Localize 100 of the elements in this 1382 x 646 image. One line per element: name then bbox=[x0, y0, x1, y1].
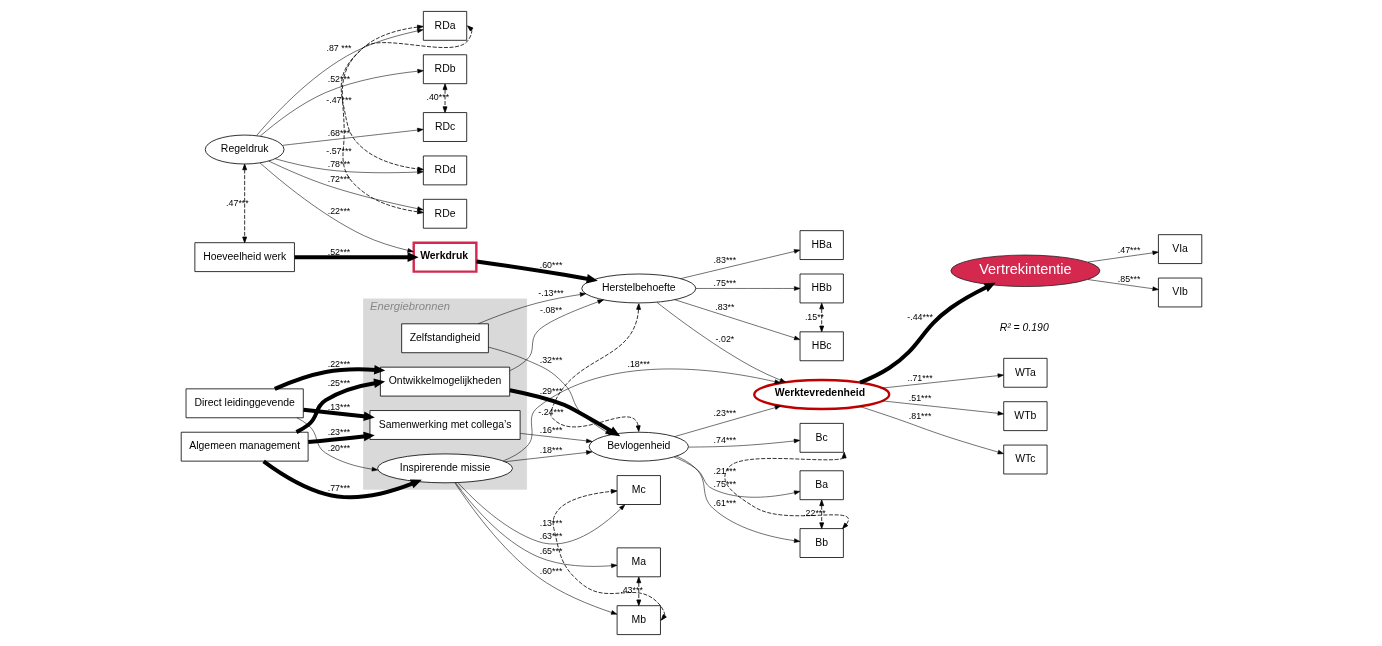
arrow bbox=[687, 438, 800, 448]
arrow bbox=[656, 302, 786, 383]
arrow bbox=[675, 455, 800, 543]
edge-label: .52*** bbox=[327, 73, 350, 84]
edge-label: .43*** bbox=[619, 585, 643, 596]
arrow bbox=[673, 405, 781, 437]
edge-label: .74*** bbox=[713, 435, 736, 446]
node-box: Hoeveelheid werk bbox=[193, 242, 295, 272]
node-box: Bb bbox=[799, 528, 844, 558]
arrow bbox=[477, 292, 586, 325]
node-box: Zelfstandigheid bbox=[400, 323, 489, 354]
node-box: Bc bbox=[799, 423, 844, 453]
edge-label: .13*** bbox=[539, 518, 562, 529]
edge-label: -.08** bbox=[539, 305, 562, 316]
edge-label: .25*** bbox=[327, 378, 350, 389]
edge-label: -.24*** bbox=[537, 407, 564, 418]
edge-label: .83** bbox=[714, 301, 734, 312]
node-box: HBb bbox=[799, 273, 844, 304]
arrow bbox=[256, 28, 423, 136]
edge-label: .15** bbox=[804, 311, 824, 322]
edge-label: .21*** bbox=[713, 465, 736, 476]
arrow bbox=[1087, 279, 1159, 291]
edge-label: -.13*** bbox=[537, 287, 564, 298]
edge-label: .22*** bbox=[802, 508, 826, 519]
arrow bbox=[858, 282, 996, 385]
arrow bbox=[241, 163, 247, 244]
node-box: RDc bbox=[422, 112, 467, 142]
node-box: RDb bbox=[422, 54, 467, 85]
node-box: VIb bbox=[1157, 277, 1202, 308]
node-box: Direct leidinggevende bbox=[185, 388, 304, 419]
arrow bbox=[296, 417, 378, 472]
node-ellipse: Regeldruk bbox=[204, 134, 284, 165]
node-box: Ontwikkelmogelijkheden bbox=[379, 366, 510, 397]
node-box: Ba bbox=[799, 470, 844, 501]
node-box: RDd bbox=[422, 155, 467, 186]
edge-label: .87 *** bbox=[326, 42, 352, 53]
node-box: VIa bbox=[1157, 234, 1202, 264]
edge-label: .22*** bbox=[327, 205, 350, 216]
edge-label: .65*** bbox=[539, 546, 562, 557]
node-box: HBa bbox=[799, 230, 844, 260]
node-label: R² = 0.190 bbox=[999, 322, 1049, 334]
edge-label: .40*** bbox=[426, 92, 449, 103]
edge-label: .63*** bbox=[539, 530, 562, 541]
arrow bbox=[261, 459, 422, 500]
arrow bbox=[679, 249, 800, 279]
edge-label: .47*** bbox=[1117, 244, 1140, 255]
arrow bbox=[268, 160, 423, 211]
edge-label: .72*** bbox=[327, 174, 350, 185]
edge-label: -.02* bbox=[715, 334, 734, 345]
arrow bbox=[340, 24, 424, 172]
arrow bbox=[341, 25, 473, 215]
node-box: Werkdruk bbox=[412, 241, 478, 273]
arrow bbox=[259, 68, 424, 137]
edge-label: .51*** bbox=[908, 392, 931, 403]
edge-label: .47*** bbox=[225, 197, 249, 208]
arrow bbox=[881, 400, 1004, 416]
arrow bbox=[475, 259, 598, 284]
node-box: HBc bbox=[799, 331, 844, 362]
node-box: WTa bbox=[1002, 357, 1047, 388]
edge-label: .13*** bbox=[327, 401, 350, 412]
arrow bbox=[859, 406, 1004, 455]
arrow bbox=[454, 482, 617, 568]
edge-label: .81*** bbox=[908, 411, 931, 422]
edge-label: .78*** bbox=[327, 159, 350, 170]
node-box: WTc bbox=[1002, 444, 1047, 475]
node-box: RDe bbox=[422, 198, 467, 229]
arrow bbox=[724, 451, 849, 529]
edge-label: .83*** bbox=[713, 255, 736, 266]
node-box: Samenwerking met collega’s bbox=[369, 410, 520, 440]
edge-label: .77*** bbox=[327, 483, 350, 494]
edge-label: .68*** bbox=[327, 127, 350, 138]
arrow bbox=[509, 299, 604, 371]
arrow bbox=[274, 158, 423, 175]
arrow bbox=[454, 482, 617, 615]
arrow bbox=[307, 431, 375, 445]
arrow bbox=[818, 302, 824, 333]
edge-label: .32*** bbox=[539, 354, 562, 365]
arrow bbox=[442, 83, 447, 113]
node-box: Algemeen management bbox=[180, 431, 308, 462]
edge-label: .61*** bbox=[713, 497, 736, 508]
node-box: Mc bbox=[616, 475, 661, 505]
arrow bbox=[519, 433, 592, 444]
arrow bbox=[294, 252, 419, 262]
arrow bbox=[1087, 250, 1159, 263]
edge-label: .18*** bbox=[539, 444, 562, 455]
edge-label: .20*** bbox=[327, 442, 350, 453]
arrow bbox=[673, 456, 800, 498]
arrow bbox=[457, 482, 625, 545]
arrow bbox=[273, 364, 385, 391]
edge-label: .75*** bbox=[713, 277, 736, 288]
edge-label: .29*** bbox=[539, 386, 562, 397]
node-box: Ma bbox=[616, 547, 661, 578]
arrow bbox=[302, 407, 375, 422]
arrow bbox=[549, 303, 641, 432]
arrow bbox=[818, 499, 824, 529]
node-ellipse: Vertrekintentie bbox=[950, 254, 1100, 287]
edge-label: -.44*** bbox=[906, 312, 933, 323]
arrow bbox=[504, 450, 592, 462]
edge-label: -.57*** bbox=[325, 146, 352, 157]
arrow bbox=[635, 576, 641, 606]
